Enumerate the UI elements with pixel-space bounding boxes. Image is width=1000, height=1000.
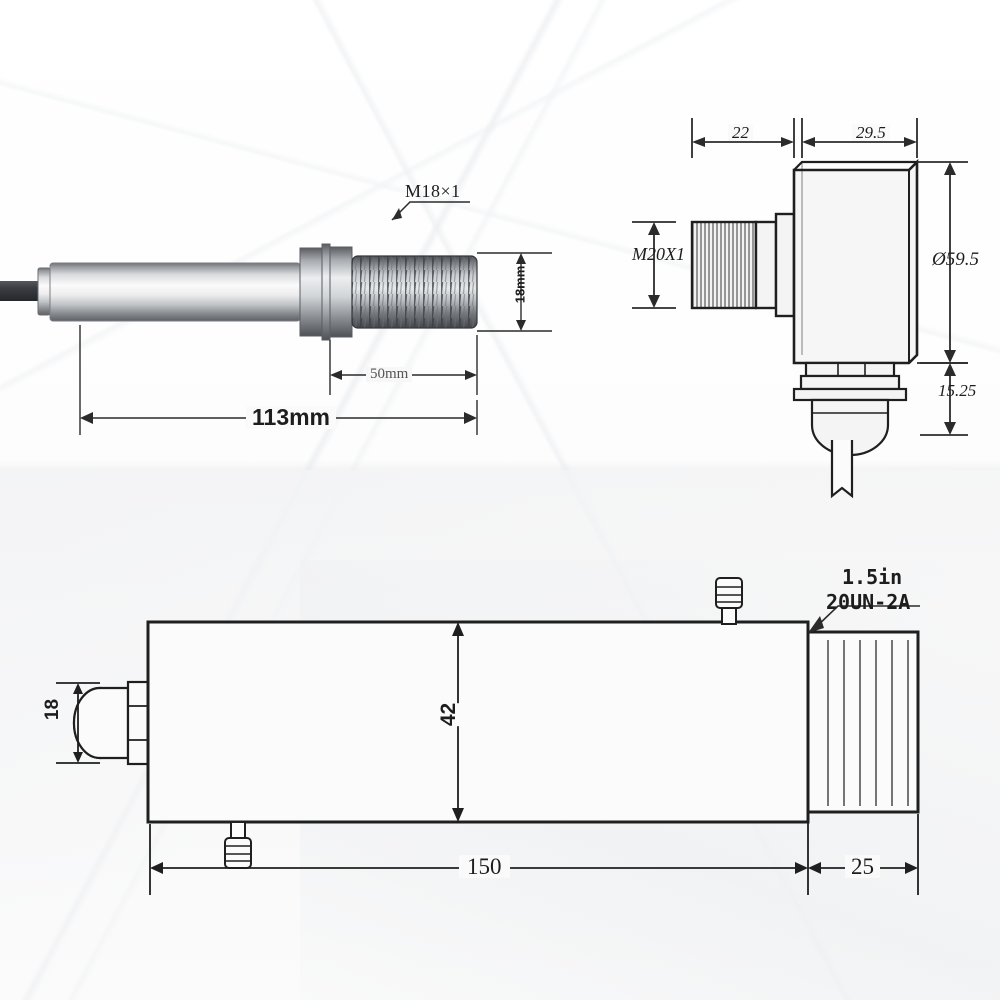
barrel-endcap: [37, 267, 51, 316]
dim-22-arrow-right: [781, 137, 794, 147]
label-diameter-18mm: 18mm: [512, 265, 528, 304]
label-diameter-59-5: Ø59.5: [932, 249, 979, 270]
sensor-cable: [0, 281, 40, 301]
dim-29-5-arrow-left: [802, 137, 815, 147]
top-fitting-threads: [716, 586, 742, 603]
dim-15-25-arrow-down: [944, 422, 956, 435]
diameter-arrow-down: [516, 320, 526, 331]
label-thread-length-25: 25: [845, 855, 880, 878]
overall-length-arrow-left: [80, 412, 93, 424]
label-thread-spec-m18: M18×1: [405, 181, 461, 201]
bottom-fitting-threads: [225, 845, 251, 862]
threaded-shaft: [351, 255, 478, 329]
threaded-end-section: [806, 630, 920, 814]
dim-42-arrow-down: [452, 808, 464, 822]
dim-42-arrow-up: [452, 622, 464, 636]
dim-59-5-arrow-down: [944, 350, 956, 363]
thread-length-dimension: [329, 335, 478, 395]
dim-m20-arrow-up: [648, 222, 660, 235]
label-thread-spec-size: 1.5in: [842, 565, 903, 589]
label-body-length-150: 150: [459, 855, 510, 878]
dim-22: [691, 118, 795, 158]
diameter-arrow-up: [516, 253, 526, 264]
thread-length-arrow-right: [465, 370, 477, 380]
dim-150-arrow-left: [150, 862, 163, 874]
threaded-end-hatching: [827, 640, 909, 806]
dim-59-5-arrow-up: [944, 162, 956, 175]
label-dim-15-25: 15.25: [938, 381, 977, 400]
label-dim-22: 22: [728, 124, 753, 141]
cylindrical-sensor-drawing: [0, 201, 552, 435]
label-thread-spec-class: 20UN-2A: [826, 590, 911, 614]
dim-29-5: [801, 118, 918, 158]
housing-body: [146, 620, 810, 824]
thread-length-arrow-left: [330, 370, 342, 380]
end-cap: [72, 680, 150, 766]
sensor-barrel: [49, 262, 301, 322]
dim-18-arrow-down: [73, 752, 83, 763]
dim-22-arrow-left: [692, 137, 705, 147]
sensor-body: [792, 158, 919, 365]
label-body-height-42: 42: [434, 702, 464, 727]
dim-25-arrow-right: [905, 862, 918, 874]
dim-18-arrow-up: [73, 683, 83, 694]
dim-15-25-arrow-up: [944, 363, 956, 376]
dim-15-25: [920, 362, 968, 436]
diameter-dimension: [477, 252, 552, 332]
label-thread-length-50mm: 50mm: [366, 367, 413, 382]
label-thread-spec-m20: M20X1: [632, 244, 685, 264]
washer: [321, 243, 331, 341]
thread-callout-leader: [814, 605, 920, 629]
right-angle-sensor-drawing: [632, 118, 968, 499]
label-dim-29-5: 29.5: [852, 124, 890, 141]
top-fitting: [715, 577, 743, 625]
dim-29-5-arrow-right: [904, 137, 917, 147]
m20-thread-barrel: [690, 212, 796, 318]
hex-nut-front: [329, 246, 353, 338]
dim-150-arrow-right: [795, 862, 808, 874]
gland-detail-lines: [812, 363, 888, 414]
exit-cable: [830, 440, 854, 499]
thread-callout-arrowhead: [808, 616, 824, 633]
end-cap-detail-lines: [128, 705, 148, 741]
dim-25-arrow-left: [808, 862, 821, 874]
label-cap-diameter-18: 18: [42, 698, 64, 721]
dim-m20-arrow-down: [648, 295, 660, 308]
label-overall-length-113mm: 113mm: [246, 406, 337, 429]
thread-spec-leader: [391, 201, 470, 221]
inline-housing-drawing: [56, 577, 920, 895]
overall-length-arrow-right: [464, 412, 477, 424]
hex-nut-rear: [299, 247, 323, 337]
thread-spec-arrowhead: [392, 208, 402, 220]
